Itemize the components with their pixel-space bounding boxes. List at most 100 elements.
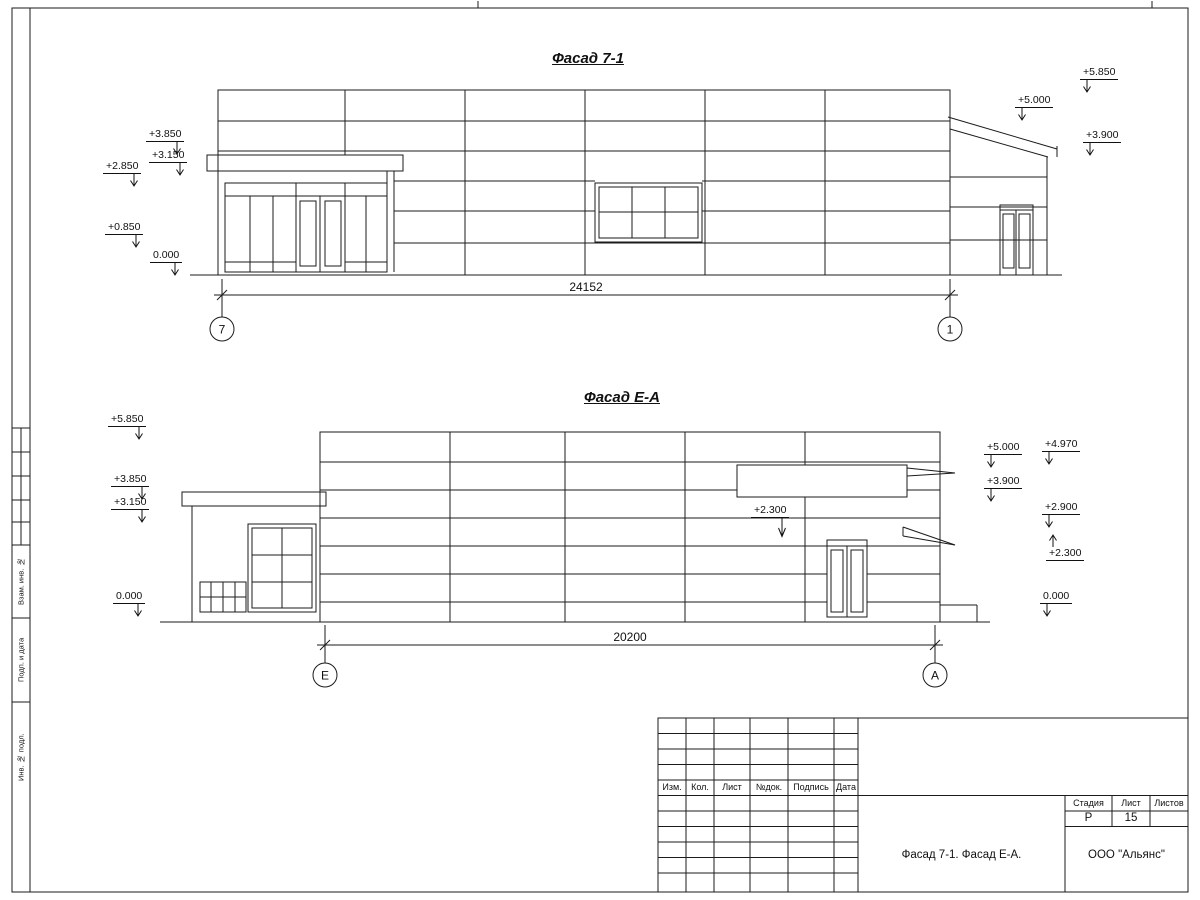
elevation-value: +5.000 — [1015, 94, 1054, 108]
facade-7-1-window — [594, 182, 703, 243]
elevation-mark: +3.900 — [984, 475, 1023, 502]
tb-sheet-label: Лист — [1121, 798, 1141, 808]
tb-sheets-label: Листов — [1154, 798, 1184, 808]
elevation-value: +5.850 — [108, 413, 147, 427]
tb-col-kol: Кол. — [691, 782, 709, 792]
elevation-mark: +5.850 — [108, 413, 147, 440]
left-annex — [181, 491, 327, 622]
tb-col-ndok: №док. — [755, 782, 783, 792]
elevation-arrow-icon — [987, 489, 995, 502]
elevation-arrow-icon — [173, 142, 182, 155]
elevation-mark: +2.850 — [103, 160, 142, 187]
elevation-mark: +2.300 — [1046, 534, 1085, 561]
tb-col-list: Лист — [722, 782, 742, 792]
facade-e-a-columns — [449, 432, 806, 622]
strip-label-podp: Подп. и дата — [16, 637, 26, 683]
elevation-mark: 0.000 — [113, 590, 146, 617]
elevation-mark: +3.150 — [149, 149, 188, 176]
elevation-arrow-icon — [138, 487, 147, 500]
axis-label-1: 1 — [947, 323, 954, 337]
elevation-arrow-icon — [1045, 452, 1053, 465]
axis-bubble-e — [312, 662, 338, 688]
dimension-value-1: 24152 — [569, 280, 603, 294]
elevation-arrow-icon — [1083, 80, 1091, 93]
facade-7-1 — [190, 89, 1062, 276]
elevation-mark: +5.000 — [984, 441, 1023, 468]
right-awning — [902, 526, 978, 622]
elevation-value: +3.150 — [111, 496, 150, 510]
elevation-value: +2.300 — [1046, 547, 1085, 561]
facade-e-a — [160, 431, 990, 623]
axis-bubble-1 — [937, 316, 963, 342]
entrance-door-leaf — [324, 200, 342, 267]
dimension-e-a — [312, 625, 948, 688]
tb-col-data: Дата — [836, 782, 856, 792]
entrance-door-leaf — [299, 200, 317, 267]
elevation-arrow-icon — [1045, 515, 1053, 528]
title-block-lines — [657, 717, 1189, 893]
elevation-mark: +5.850 — [1080, 66, 1119, 93]
tb-drawing-title: Фасад 7-1. Фасад Е-А. — [901, 849, 1022, 861]
tb-stage-value: Р — [1084, 812, 1093, 824]
axis-label-a: А — [931, 669, 939, 683]
facade-e-a-joints — [320, 461, 940, 603]
elevation-value: +3.850 — [146, 128, 185, 142]
roof-edge — [906, 467, 956, 474]
elevation-arrow-icon — [132, 235, 141, 248]
elevation-mark: +4.970 — [1042, 438, 1081, 465]
elevation-mark: +2.900 — [1042, 501, 1081, 528]
elevation-value: +3.900 — [1083, 129, 1122, 143]
elevation-mark: 0.000 — [150, 249, 183, 276]
elevation-arrow-icon — [138, 510, 147, 523]
elevation-value: +5.000 — [984, 441, 1023, 455]
elevation-mark: +3.850 — [146, 128, 185, 155]
axis-bubble-a — [922, 662, 948, 688]
elevation-mark: +0.850 — [105, 221, 144, 248]
elevation-value: +3.850 — [111, 473, 150, 487]
sheet-frame — [11, 1, 1189, 893]
elevation-value: 0.000 — [113, 590, 146, 604]
elevation-value: +5.850 — [1080, 66, 1119, 80]
facade-e-a-title: Фасад Е-А — [583, 389, 661, 406]
elevation-arrow-icon — [1043, 604, 1051, 617]
elevation-arrow-icon — [171, 263, 180, 276]
elevation-value: +2.850 — [103, 160, 142, 174]
tb-stage-label: Стадия — [1073, 798, 1104, 808]
elevation-arrow-icon — [987, 455, 995, 468]
right-annex — [947, 116, 1058, 276]
elevation-arrow-icon — [778, 518, 787, 538]
annex-window — [247, 523, 317, 613]
elevation-value: +3.900 — [984, 475, 1023, 489]
facade-7-1-columns — [344, 90, 826, 275]
facade-7-1-joints — [218, 120, 950, 244]
elevation-mark: +3.150 — [111, 496, 150, 523]
facade-7-1-title: Фасад 7-1 — [552, 50, 624, 67]
elevation-value: +2.900 — [1042, 501, 1081, 515]
elevation-arrow-icon — [1086, 143, 1094, 156]
strip-label-vzam: Взам. инв. № — [16, 557, 26, 606]
strip-label-inv: Инв. № подл. — [16, 733, 26, 781]
entrance-block — [206, 154, 404, 275]
axis-label-e: Е — [321, 669, 329, 683]
elevation-arrow-icon — [135, 427, 144, 440]
tb-sheet-value: 15 — [1124, 812, 1138, 824]
elevation-mark: +5.000 — [1015, 94, 1054, 121]
elevation-value: +0.850 — [105, 221, 144, 235]
elevation-mark: +3.850 — [111, 473, 150, 500]
elevation-value: 0.000 — [150, 249, 183, 263]
facade-e-a-door — [826, 539, 868, 618]
tb-company: ООО "Альянс" — [1088, 849, 1165, 861]
elevation-mark: +2.300 — [751, 504, 790, 538]
elevation-arrow-icon — [134, 604, 143, 617]
left-strip-lines — [12, 427, 30, 703]
elevation-value: +3.150 — [149, 149, 188, 163]
elevation-value: +4.970 — [1042, 438, 1081, 452]
elevation-arrow-icon — [130, 174, 139, 187]
elevation-arrow-icon — [1018, 108, 1026, 121]
elevation-mark: 0.000 — [1040, 590, 1073, 617]
roof-edge — [906, 472, 956, 477]
elevation-value: +2.300 — [751, 504, 790, 518]
parapet-box — [736, 464, 908, 498]
